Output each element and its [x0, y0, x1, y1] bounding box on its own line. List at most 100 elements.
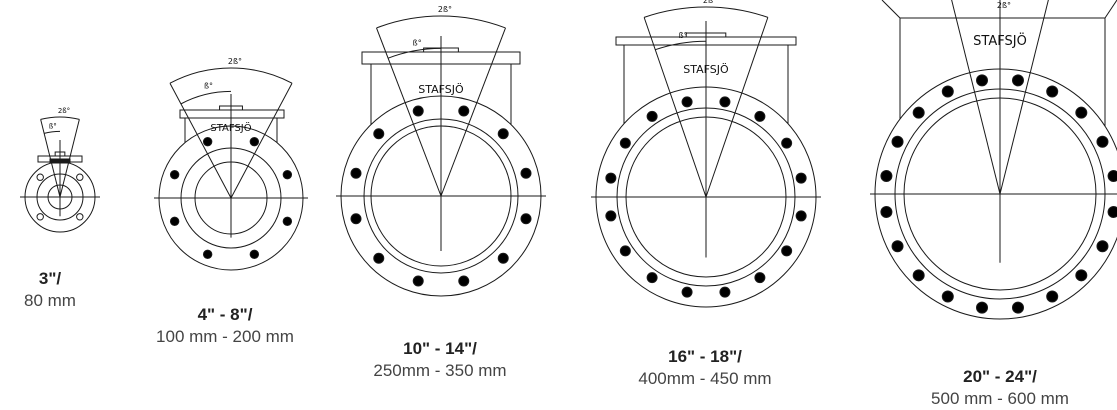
size-inches-4: 16" - 18"/ — [668, 347, 742, 366]
angle-label-beta: ß° — [204, 81, 213, 90]
bolt-hole — [681, 96, 693, 108]
bolt-hole — [458, 105, 470, 117]
body-chamfer-right — [1104, 0, 1117, 19]
bolt-hole — [880, 170, 893, 183]
angle-ray-left — [951, 0, 1001, 195]
angle-label-2beta: 2ß° — [58, 107, 70, 115]
bolt-hole — [36, 173, 44, 181]
bolt-hole — [754, 272, 766, 284]
angle-ray-left — [643, 17, 707, 198]
bolt-hole — [912, 269, 925, 282]
angle-ray-right — [230, 82, 293, 199]
angle-label-beta: ß° — [49, 122, 57, 130]
bolt-hole — [282, 169, 293, 180]
bolt-hole — [497, 128, 509, 140]
bolt-hole — [1011, 74, 1024, 87]
caption-valve-5: 20" - 24"/ 500 mm - 600 mm — [900, 366, 1100, 410]
bolt-holes — [169, 136, 293, 260]
size-mm-1: 80 mm — [24, 291, 76, 310]
bolt-hole — [520, 167, 532, 179]
angle-arc-beta — [180, 90, 232, 105]
valve-4 — [591, 6, 821, 308]
bolt-hole — [1096, 135, 1109, 148]
bolt-hole — [976, 74, 989, 87]
brand-mark-stafsjo: STAFSJÖ — [973, 32, 1027, 49]
size-inches-2: 4" - 8"/ — [197, 305, 253, 324]
angle-ray-left — [40, 119, 61, 198]
body-chamfer-left — [881, 0, 901, 19]
bolt-hole — [719, 286, 731, 298]
bolt-hole — [373, 128, 385, 140]
bolt-hole — [76, 173, 84, 181]
angle-label-2beta: 2ß° — [997, 1, 1011, 10]
bolt-hole — [646, 272, 658, 284]
valve-5 — [870, 0, 1117, 320]
valve-3 — [336, 15, 546, 297]
bolt-hole — [169, 216, 180, 227]
bolt-hole — [795, 210, 807, 222]
bolt-holes — [36, 173, 84, 221]
caption-valve-2: 4" - 8"/ 100 mm - 200 mm — [130, 304, 320, 348]
bolt-hole — [373, 252, 385, 264]
bolt-hole — [169, 169, 180, 180]
bolt-hole — [605, 210, 617, 222]
bolt-hole — [202, 249, 213, 260]
bolt-hole — [781, 245, 793, 257]
bolt-hole — [458, 275, 470, 287]
bolt-hole — [36, 213, 44, 221]
angle-ray-left — [376, 27, 442, 197]
size-mm-4: 400mm - 450 mm — [638, 369, 772, 388]
bolt-hole — [1011, 301, 1024, 314]
bolt-hole — [1046, 290, 1059, 303]
bolt-hole — [76, 213, 84, 221]
angle-label-2beta: 2ß° — [438, 5, 452, 14]
bolt-hole — [941, 290, 954, 303]
bolt-hole — [1046, 85, 1059, 98]
bolt-hole — [719, 96, 731, 108]
valve-1 — [20, 116, 100, 233]
bolt-hole — [619, 245, 631, 257]
angle-ray-right — [705, 17, 769, 198]
bolt-hole — [1075, 269, 1088, 282]
bolt-hole — [249, 249, 260, 260]
top-flange-plate — [179, 109, 285, 119]
bolt-hole — [1107, 170, 1117, 183]
bolt-hole — [412, 275, 424, 287]
angle-ray-right — [59, 119, 80, 198]
caption-valve-4: 16" - 18"/ 400mm - 450 mm — [605, 346, 805, 390]
bolt-hole — [202, 136, 213, 147]
bolt-hole — [646, 110, 658, 122]
bolt-hole — [619, 137, 631, 149]
size-mm-2: 100 mm - 200 mm — [156, 327, 294, 346]
bolt-hole — [912, 106, 925, 119]
valve-2 — [154, 67, 308, 271]
angle-arc-2beta — [40, 116, 80, 120]
bolt-hole — [497, 252, 509, 264]
bolt-hole — [520, 213, 532, 225]
bolt-hole — [781, 137, 793, 149]
bolt-hole — [891, 135, 904, 148]
bolt-hole — [681, 286, 693, 298]
angle-arc-beta — [387, 47, 442, 59]
angle-label-2beta: 2ß° — [228, 57, 242, 66]
size-mm-5: 500 mm - 600 mm — [931, 389, 1069, 408]
bolt-holes — [605, 96, 807, 298]
bolt-hole — [282, 216, 293, 227]
bolt-hole — [1096, 240, 1109, 253]
bolt-hole — [795, 172, 807, 184]
brand-mark-stafsjo: STAFSJÖ — [418, 83, 464, 96]
bolt-hole — [880, 205, 893, 218]
bolt-hole — [605, 172, 617, 184]
size-inches-5: 20" - 24"/ — [963, 367, 1037, 386]
angle-arc-2beta — [376, 15, 506, 29]
angle-arc-2beta — [643, 6, 769, 18]
brand-mark-stafsjo: STAFSJÖ — [683, 63, 729, 76]
size-inches-1: 3"/ — [38, 269, 62, 288]
angle-arc-2beta — [169, 67, 293, 84]
bolt-hole — [754, 110, 766, 122]
size-mm-3: 250mm - 350 mm — [373, 361, 507, 380]
angle-label-beta: ß° — [413, 38, 422, 47]
bolt-holes — [350, 105, 532, 287]
bolt-hole — [350, 213, 362, 225]
